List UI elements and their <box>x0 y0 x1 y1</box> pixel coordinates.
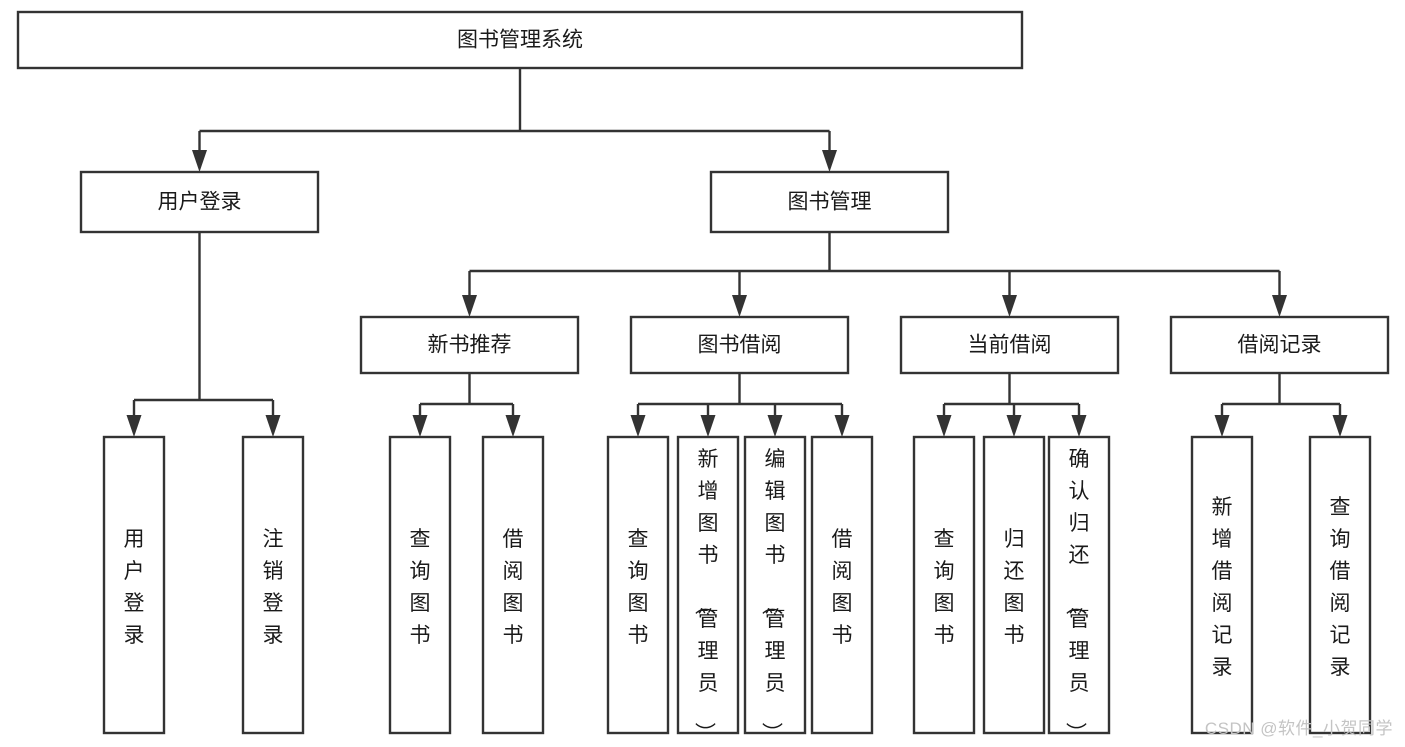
connector-group-bookmgmt <box>462 232 1287 317</box>
node-leaf4[interactable]: 借阅图书 <box>481 435 545 735</box>
node-layer: 图书管理系统用户登录图书管理新书推荐图书借阅当前借阅借阅记录用户登录注销登录查询… <box>16 10 1390 743</box>
connector-layer <box>126 68 1348 437</box>
node-label-leaf13: 查询借阅记录 <box>1330 496 1351 679</box>
node-label-login: 用户登录 <box>158 191 242 214</box>
node-borrow[interactable]: 图书借阅 <box>629 315 850 375</box>
node-label-borrow: 图书借阅 <box>698 334 782 357</box>
node-label-leaf8: 借阅图书 <box>832 528 853 647</box>
node-label-leaf2: 注销登录 <box>263 528 284 647</box>
node-box-leaf11[interactable] <box>1047 435 1111 735</box>
node-label-records: 借阅记录 <box>1238 334 1322 357</box>
node-box-borrow[interactable] <box>629 315 850 375</box>
node-leaf10[interactable]: 归还图书 <box>982 435 1046 735</box>
connector-group-root <box>192 68 837 172</box>
node-current[interactable]: 当前借阅 <box>899 315 1120 375</box>
node-box-leaf7[interactable] <box>743 435 807 735</box>
node-box-leaf2[interactable] <box>241 435 305 735</box>
node-newbook[interactable]: 新书推荐 <box>359 315 580 375</box>
connector-group-login <box>126 232 281 437</box>
node-box-records[interactable] <box>1169 315 1390 375</box>
connector-group-borrow <box>630 373 850 437</box>
node-box-leaf6[interactable] <box>676 435 740 735</box>
node-box-current[interactable] <box>899 315 1120 375</box>
node-label-leaf7: 编辑图书（管理员） <box>760 448 786 743</box>
connector-group-records <box>1214 373 1348 437</box>
node-leaf2[interactable]: 注销登录 <box>241 435 305 735</box>
node-leaf5[interactable]: 查询图书 <box>606 435 670 735</box>
node-label-root: 图书管理系统 <box>457 29 583 52</box>
node-box-leaf13[interactable] <box>1308 435 1372 735</box>
node-box-login[interactable] <box>79 170 320 234</box>
node-label-leaf4: 借阅图书 <box>503 528 524 647</box>
node-box-leaf12[interactable] <box>1190 435 1254 735</box>
node-box-leaf8[interactable] <box>810 435 874 735</box>
node-box-root[interactable] <box>16 10 1024 70</box>
node-leaf13[interactable]: 查询借阅记录 <box>1308 435 1372 735</box>
node-login[interactable]: 用户登录 <box>79 170 320 234</box>
node-box-leaf4[interactable] <box>481 435 545 735</box>
node-leaf9[interactable]: 查询图书 <box>912 435 976 735</box>
node-leaf12[interactable]: 新增借阅记录 <box>1190 435 1254 735</box>
node-leaf7[interactable]: 编辑图书（管理员） <box>743 435 807 743</box>
node-box-newbook[interactable] <box>359 315 580 375</box>
node-box-leaf10[interactable] <box>982 435 1046 735</box>
node-box-leaf1[interactable] <box>102 435 166 735</box>
node-label-leaf3: 查询图书 <box>410 528 431 647</box>
node-box-leaf3[interactable] <box>388 435 452 735</box>
node-box-leaf5[interactable] <box>606 435 670 735</box>
node-label-leaf10: 归还图书 <box>1004 528 1025 647</box>
node-label-leaf12: 新增借阅记录 <box>1212 496 1233 679</box>
node-label-leaf11: 确认归还（管理员） <box>1064 448 1090 743</box>
node-bookmgmt[interactable]: 图书管理 <box>709 170 950 234</box>
node-label-leaf9: 查询图书 <box>934 528 955 647</box>
node-label-leaf1: 用户登录 <box>124 528 145 647</box>
node-leaf3[interactable]: 查询图书 <box>388 435 452 735</box>
node-root[interactable]: 图书管理系统 <box>16 10 1024 70</box>
node-leaf8[interactable]: 借阅图书 <box>810 435 874 735</box>
connector-group-current <box>936 373 1087 437</box>
node-leaf6[interactable]: 新增图书（管理员） <box>676 435 740 743</box>
node-records[interactable]: 借阅记录 <box>1169 315 1390 375</box>
node-box-bookmgmt[interactable] <box>709 170 950 234</box>
node-box-leaf9[interactable] <box>912 435 976 735</box>
connector-group-newbook <box>412 373 521 437</box>
node-label-leaf5: 查询图书 <box>628 528 649 647</box>
node-label-current: 当前借阅 <box>968 334 1052 357</box>
node-leaf11[interactable]: 确认归还（管理员） <box>1047 435 1111 743</box>
node-label-newbook: 新书推荐 <box>428 334 512 357</box>
node-leaf1[interactable]: 用户登录 <box>102 435 166 735</box>
node-label-bookmgmt: 图书管理 <box>788 191 872 214</box>
node-label-leaf6: 新增图书（管理员） <box>693 448 719 743</box>
